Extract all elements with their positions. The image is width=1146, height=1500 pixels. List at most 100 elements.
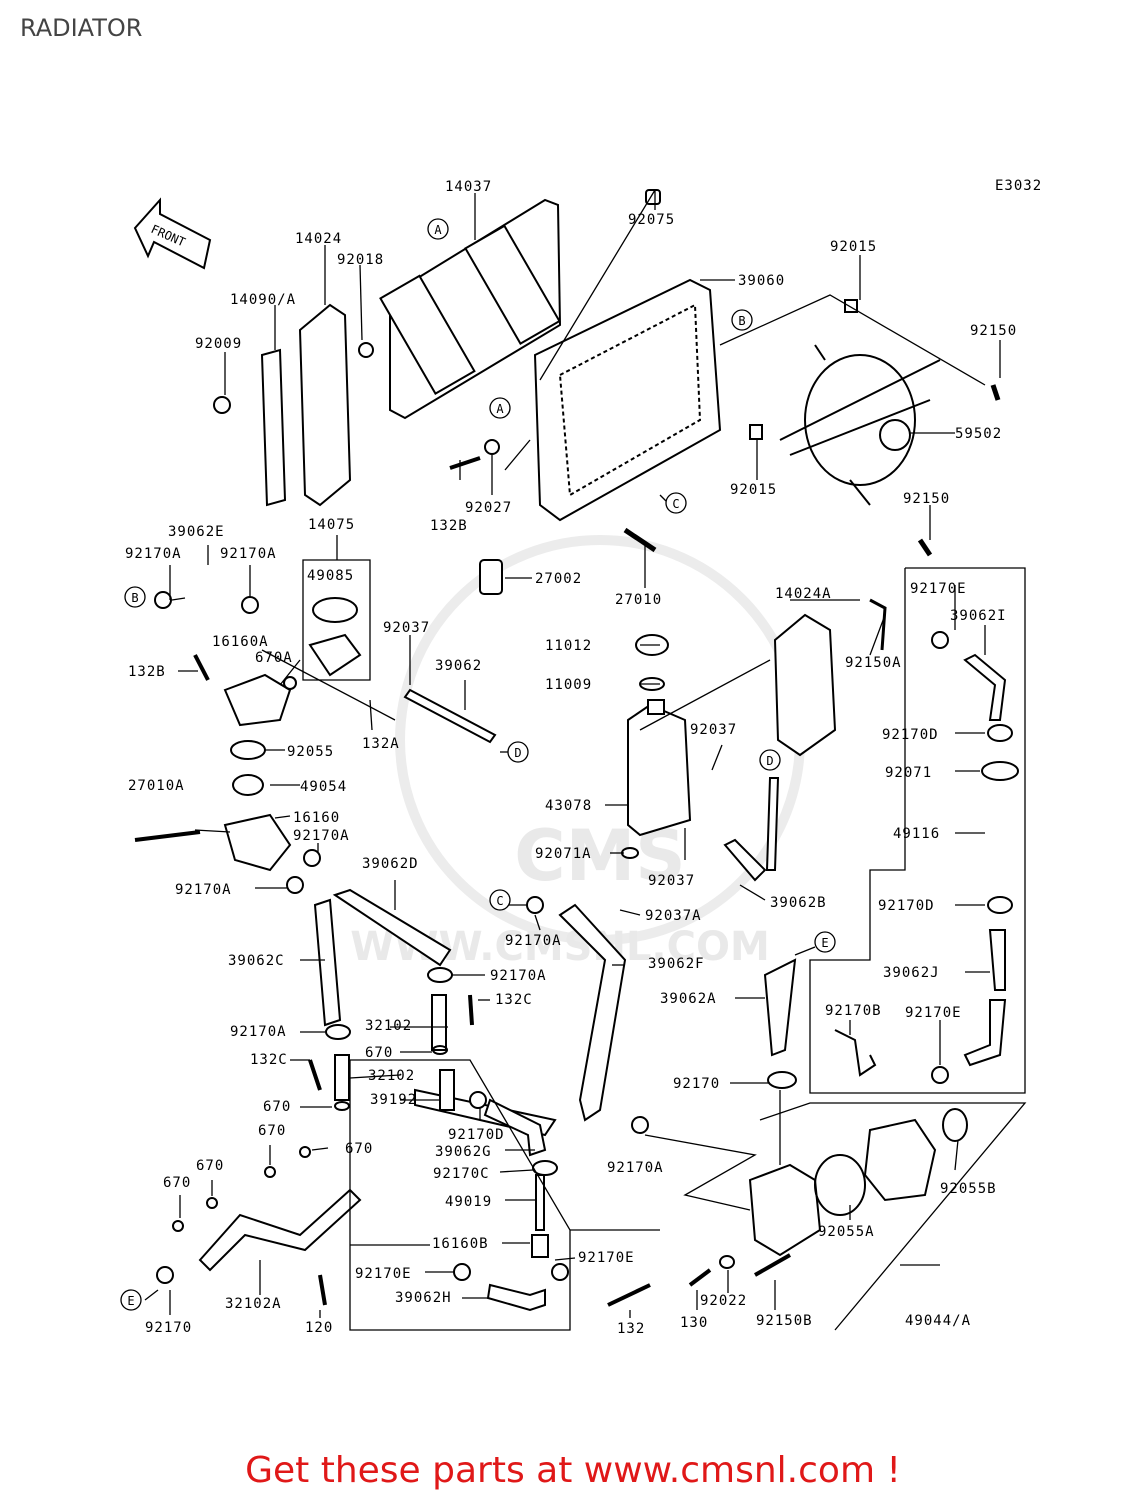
part-label[interactable]: 92055A bbox=[818, 1224, 875, 1240]
part-label[interactable]: 92037 bbox=[383, 620, 430, 636]
part-label[interactable]: 92170D bbox=[878, 898, 935, 914]
part-label[interactable]: 92170A bbox=[505, 933, 562, 949]
part-label[interactable]: 670 bbox=[196, 1158, 224, 1174]
part-label[interactable]: 39062A bbox=[660, 991, 717, 1007]
part-label[interactable]: 92170 bbox=[145, 1320, 192, 1336]
part-label[interactable]: 32102 bbox=[368, 1068, 415, 1084]
part-label[interactable]: 16160 bbox=[293, 810, 340, 826]
part-label[interactable]: 92170A bbox=[220, 546, 277, 562]
part-label[interactable]: 92170C bbox=[433, 1166, 490, 1182]
part-label[interactable]: 92170A bbox=[175, 882, 232, 898]
part-label[interactable]: 132C bbox=[495, 992, 533, 1008]
part-label[interactable]: 32102 bbox=[365, 1018, 412, 1034]
part-label[interactable]: 14024 bbox=[295, 231, 342, 247]
hose-39062C bbox=[313, 898, 342, 1027]
part-label[interactable]: 132C bbox=[250, 1052, 288, 1068]
part-label[interactable]: 14024A bbox=[775, 586, 832, 602]
part-label[interactable]: 92170E bbox=[905, 1005, 962, 1021]
part-label[interactable]: 39062D bbox=[362, 856, 419, 872]
part-label[interactable]: 39192 bbox=[370, 1092, 417, 1108]
part-label[interactable]: 92071 bbox=[885, 765, 932, 781]
part-label[interactable]: 670A bbox=[255, 650, 293, 666]
part-label[interactable]: 132B bbox=[430, 518, 468, 534]
pipe-32102-lower bbox=[334, 1054, 350, 1101]
part-label[interactable]: 49019 bbox=[445, 1194, 492, 1210]
part-label[interactable]: 670 bbox=[263, 1099, 291, 1115]
part-label[interactable]: 39062 bbox=[435, 658, 482, 674]
part-label[interactable]: 132A bbox=[362, 736, 400, 752]
part-label[interactable]: 92075 bbox=[628, 212, 675, 228]
part-label[interactable]: 92037A bbox=[645, 908, 702, 924]
part-label[interactable]: 27010A bbox=[128, 778, 185, 794]
part-label[interactable]: 14090/A bbox=[230, 292, 296, 308]
part-label[interactable]: 11009 bbox=[545, 677, 592, 693]
part-label[interactable]: 132 bbox=[617, 1321, 645, 1337]
part-label[interactable]: 39062F bbox=[648, 956, 705, 972]
footer-link[interactable]: Get these parts at www.cmsnl.com ! bbox=[245, 1450, 901, 1491]
part-label[interactable]: 92150 bbox=[970, 323, 1017, 339]
part-label[interactable]: 92009 bbox=[195, 336, 242, 352]
part-label[interactable]: 92170A bbox=[125, 546, 182, 562]
part-label[interactable]: 49085 bbox=[307, 568, 354, 584]
part-label[interactable]: 92055B bbox=[940, 1181, 997, 1197]
part-label[interactable]: 92170A bbox=[490, 968, 547, 984]
part-label[interactable]: 39062H bbox=[395, 1290, 452, 1306]
part-label[interactable]: 16160B bbox=[432, 1236, 489, 1252]
part-label[interactable]: 39062I bbox=[950, 608, 1007, 624]
part-label[interactable]: 92170B bbox=[825, 1003, 882, 1019]
part-label[interactable]: 92170D bbox=[882, 727, 939, 743]
pipe-32102A bbox=[198, 1188, 362, 1272]
part-label[interactable]: 92170E bbox=[910, 581, 967, 597]
part-label[interactable]: 130 bbox=[680, 1315, 708, 1331]
part-label[interactable]: 92170E bbox=[355, 1266, 412, 1282]
part-label[interactable]: 11012 bbox=[545, 638, 592, 654]
part-label[interactable]: 39062C bbox=[228, 953, 285, 969]
part-label[interactable]: 16160A bbox=[212, 634, 269, 650]
part-label[interactable]: 39062J bbox=[883, 965, 940, 981]
part-label[interactable]: 39062E bbox=[168, 524, 225, 540]
part-label[interactable]: 32102A bbox=[225, 1296, 282, 1312]
part-label[interactable]: 14037 bbox=[445, 179, 492, 195]
part-label[interactable]: 92170A bbox=[230, 1024, 287, 1040]
part-label[interactable]: 670 bbox=[365, 1045, 393, 1061]
part-label[interactable]: 92170 bbox=[673, 1076, 720, 1092]
hose-39062F bbox=[558, 903, 627, 1122]
part-label[interactable]: 92150 bbox=[903, 491, 950, 507]
part-label[interactable]: 92015 bbox=[830, 239, 877, 255]
part-label[interactable]: 670 bbox=[258, 1123, 286, 1139]
part-label[interactable]: 670 bbox=[345, 1141, 373, 1157]
part-label[interactable]: 43078 bbox=[545, 798, 592, 814]
part-label[interactable]: 92018 bbox=[337, 252, 384, 268]
part-label[interactable]: 14075 bbox=[308, 517, 355, 533]
part-label[interactable]: 59502 bbox=[955, 426, 1002, 442]
part-label[interactable]: 92055 bbox=[287, 744, 334, 760]
part-label[interactable]: 49054 bbox=[300, 779, 347, 795]
part-label[interactable]: 92027 bbox=[465, 500, 512, 516]
part-label[interactable]: 92071A bbox=[535, 846, 592, 862]
part-label[interactable]: 39062B bbox=[770, 895, 827, 911]
part-label[interactable]: 92150A bbox=[845, 655, 902, 671]
part-label[interactable]: 27002 bbox=[535, 571, 582, 587]
part-label[interactable]: 92170A bbox=[607, 1160, 664, 1176]
part-label[interactable]: 92022 bbox=[700, 1293, 747, 1309]
part-label[interactable]: 670 bbox=[163, 1175, 191, 1191]
ref-marker-c bbox=[489, 889, 511, 911]
part-label[interactable]: 120 bbox=[305, 1320, 333, 1336]
part-label[interactable]: 49044/A bbox=[905, 1313, 971, 1329]
ref-marker-a bbox=[427, 218, 449, 240]
reservoir-cover-drawing bbox=[773, 613, 837, 757]
part-label[interactable]: 92170A bbox=[293, 828, 350, 844]
part-label[interactable]: 92170E bbox=[578, 1250, 635, 1266]
part-label[interactable]: 92015 bbox=[730, 482, 777, 498]
part-label[interactable]: 92150B bbox=[756, 1313, 813, 1329]
part-label[interactable]: 92037 bbox=[690, 722, 737, 738]
pump-cover-drawing bbox=[863, 1118, 937, 1202]
part-label[interactable]: 92170D bbox=[448, 1127, 505, 1143]
part-label[interactable]: 27010 bbox=[615, 592, 662, 608]
part-label[interactable]: 49116 bbox=[893, 826, 940, 842]
part-label[interactable]: 92037 bbox=[648, 873, 695, 889]
part-label[interactable]: 39062G bbox=[435, 1144, 492, 1160]
sensor-drawing bbox=[479, 559, 503, 595]
part-label[interactable]: 132B bbox=[128, 664, 166, 680]
part-label[interactable]: 39060 bbox=[738, 273, 785, 289]
